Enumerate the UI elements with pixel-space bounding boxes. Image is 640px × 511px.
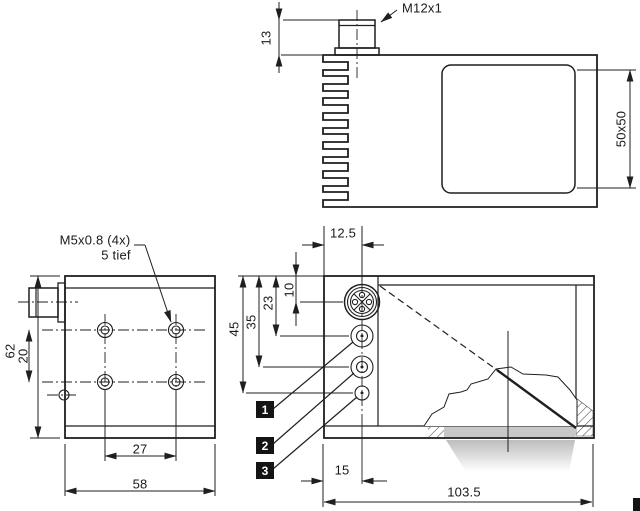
m5-note-leader <box>134 244 172 323</box>
callout-2-number: 2 <box>261 438 269 453</box>
dim-35-label: 35 <box>243 314 259 330</box>
m12-leader <box>380 9 398 23</box>
detection-zone-gray <box>444 427 575 437</box>
mount-thread-note-line1: M5x0.8 (4x) <box>59 232 131 248</box>
dim-13-label: 13 <box>258 30 274 46</box>
dim-10-label: 10 <box>281 282 297 298</box>
m12-connector-side-icon <box>18 282 78 323</box>
edge-hole <box>58 389 70 401</box>
dim-15-label: 15 <box>334 462 350 478</box>
dim-62-lines <box>30 275 60 439</box>
dim-58-lines <box>64 444 216 496</box>
m12-thread-label: M12x1 <box>401 0 443 16</box>
dim-12_5-label: 12.5 <box>329 225 357 241</box>
dim-15-lines <box>301 444 387 507</box>
mounting-holes <box>96 321 185 391</box>
callout-3: 3 <box>256 462 274 479</box>
rear-view <box>18 244 216 496</box>
dim-20-label: 20 <box>15 348 31 364</box>
dim-45-label: 45 <box>226 321 242 337</box>
reflected-beam <box>496 369 577 429</box>
object-section-hatch-left <box>428 427 444 437</box>
dim-103_5-label: 103.5 <box>447 484 481 500</box>
dim-27-lines <box>104 390 177 461</box>
light-beam-shadow <box>446 440 575 472</box>
dim-stack-lines <box>238 252 353 394</box>
callout-1-number: 1 <box>261 402 269 417</box>
dim-50x50-label: 50x50 <box>613 110 629 148</box>
emitted-beam-dashed <box>379 285 498 371</box>
callout-2: 2 <box>256 437 274 454</box>
dim-58-label: 58 <box>132 476 148 492</box>
target-object-contour <box>423 366 578 427</box>
rear-housing-outline <box>64 275 216 439</box>
top-view <box>275 2 636 208</box>
callout-leaders <box>272 341 358 470</box>
front-plate-50x50 <box>441 64 576 194</box>
callout-1: 1 <box>256 401 274 418</box>
dim-23-label: 23 <box>260 295 276 311</box>
object-section-hatch-right <box>575 397 594 437</box>
side-view <box>238 226 595 507</box>
dim-103_5-lines <box>323 444 594 507</box>
dim-13-lines <box>275 2 340 73</box>
side-housing-outline <box>323 275 595 439</box>
mount-thread-note-line2: 5 tief <box>101 247 131 263</box>
callout-3-number: 3 <box>261 463 269 478</box>
page-corner-mark <box>633 498 640 511</box>
dim-50x50-lines <box>577 69 636 189</box>
dim-27-label: 27 <box>132 441 148 457</box>
dim-12_5-lines <box>302 226 384 281</box>
top-view-housing-outline <box>322 54 598 208</box>
hole-center-lines <box>42 314 205 398</box>
m12-connector-top-icon <box>334 10 380 80</box>
